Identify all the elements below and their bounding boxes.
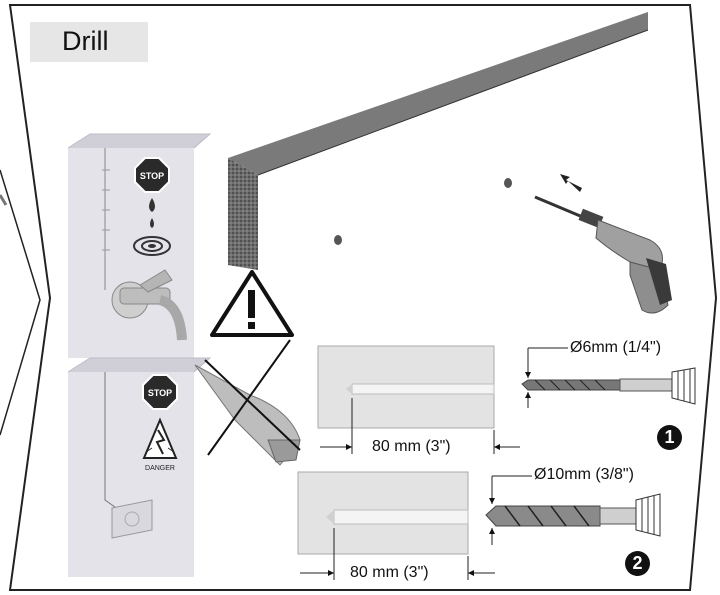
depth-label-1: 80 mm (3") — [372, 438, 451, 455]
diameter-dimension-1 — [525, 347, 568, 408]
diameter-dimension-2 — [489, 475, 532, 545]
water-drop-icon — [149, 198, 155, 228]
svg-text:STOP: STOP — [140, 171, 164, 181]
faucet-icon — [111, 269, 187, 341]
hole-section-2 — [297, 471, 469, 555]
stop-sign-bottom-icon: STOP — [142, 374, 178, 410]
warning-triangle-icon — [210, 270, 294, 337]
water-puddle-icon — [133, 236, 171, 256]
page-title: Drill — [62, 26, 109, 56]
svg-text:DANGER: DANGER — [145, 465, 175, 472]
drill-hole-right — [504, 178, 512, 188]
power-outlet-icon — [111, 499, 153, 539]
water-pipe-panel — [67, 133, 212, 358]
depth-dimension-1 — [320, 398, 520, 454]
step-frame — [8, 4, 718, 591]
stop-sign-top-icon: STOP — [134, 157, 170, 193]
diameter-label-1: Ø6mm (1/4") — [570, 339, 662, 356]
drill-bit-6mm-icon — [521, 367, 696, 405]
step-badge-2: 2 — [625, 551, 650, 576]
previous-step-chevron — [0, 169, 41, 436]
svg-text:STOP: STOP — [148, 388, 172, 398]
drill-direction-arrow-icon — [560, 174, 582, 192]
electric-outlet-panel — [67, 357, 212, 577]
hole-section-1 — [317, 345, 495, 429]
electrical-danger-icon: DANGER — [142, 417, 178, 472]
depth-label-2: 80 mm (3") — [350, 564, 429, 581]
step-badge-1: 1 — [657, 425, 682, 450]
wall-plate — [228, 12, 649, 270]
depth-dimension-2 — [300, 528, 495, 580]
drill-icon — [534, 195, 672, 314]
drill-bit-10mm-icon — [485, 493, 661, 537]
title-box — [30, 22, 148, 62]
diameter-label-2: Ø10mm (3/8") — [534, 466, 634, 483]
drill-hole-left — [334, 235, 342, 245]
crossed-out-drill-icon — [194, 339, 301, 466]
